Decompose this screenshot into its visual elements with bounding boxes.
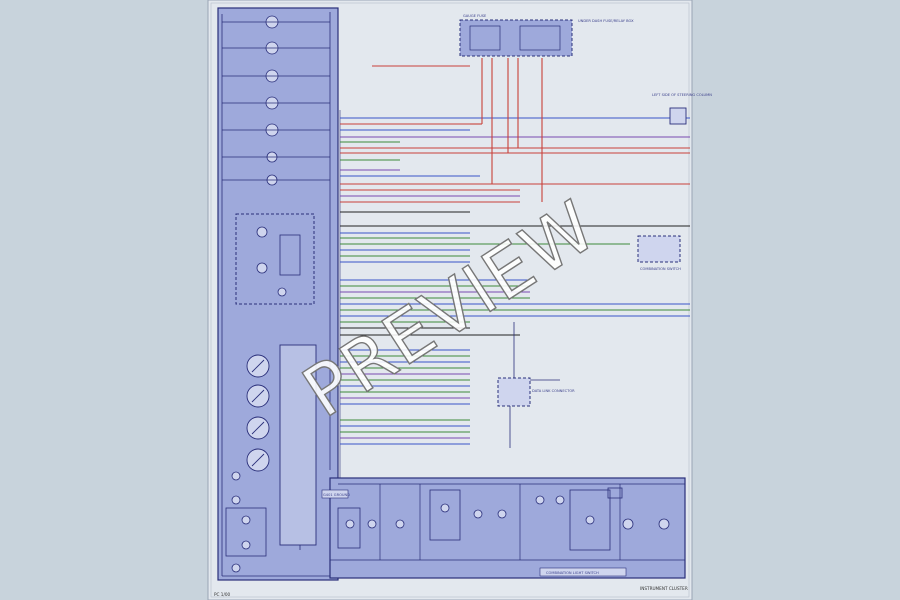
steering-switch-label: LEFT SIDE OF STEERING COLUMN bbox=[652, 93, 712, 97]
lamp-6 bbox=[222, 151, 330, 163]
data-link-connector-label: DATA LINK CONNECTOR bbox=[532, 389, 575, 393]
lamp-7 bbox=[222, 174, 330, 186]
lamp-5 bbox=[222, 123, 330, 137]
sheet-border bbox=[210, 2, 690, 598]
bottom-panel bbox=[329, 477, 686, 579]
fuse-box-top-right-label: UNDER DASH FUSE/RELAY BOX bbox=[578, 19, 634, 23]
bottom-panel-parts bbox=[337, 487, 670, 551]
fuse-box-top-label: GAUGE FUSE bbox=[463, 14, 487, 18]
lamp-3 bbox=[222, 69, 330, 83]
relay-module bbox=[235, 213, 315, 305]
data-link-connector bbox=[497, 377, 531, 407]
footer-right: INSTRUMENT CLUSTER bbox=[640, 586, 688, 591]
combination-switch-label: COMBINATION SWITCH bbox=[640, 267, 681, 271]
lamp-2 bbox=[222, 41, 330, 55]
wire-harness bbox=[340, 117, 690, 445]
bottom-panel-wires bbox=[222, 483, 685, 577]
dlc-wires bbox=[509, 322, 560, 448]
steering-switch bbox=[669, 107, 687, 125]
relay-module-parts bbox=[256, 226, 301, 297]
bottom-label-box bbox=[539, 567, 627, 577]
indicator-lamps bbox=[222, 15, 330, 186]
footer-left: PC 1/00 bbox=[214, 592, 231, 597]
gauges bbox=[246, 354, 270, 472]
bottom-left-lamps bbox=[225, 471, 267, 573]
lamp-1 bbox=[222, 15, 330, 29]
fuse-box-parts bbox=[469, 25, 561, 51]
gauge-control-unit bbox=[279, 344, 317, 546]
fuse-box-top bbox=[459, 19, 573, 57]
ground-box-label: G401 GROUND bbox=[323, 493, 350, 497]
lamp-4 bbox=[222, 96, 330, 110]
combination-switch bbox=[637, 235, 681, 263]
bottom-label-text: COMBINATION LIGHT SWITCH bbox=[546, 571, 599, 575]
fuse-feeds bbox=[372, 58, 543, 202]
ground-box bbox=[321, 489, 349, 499]
